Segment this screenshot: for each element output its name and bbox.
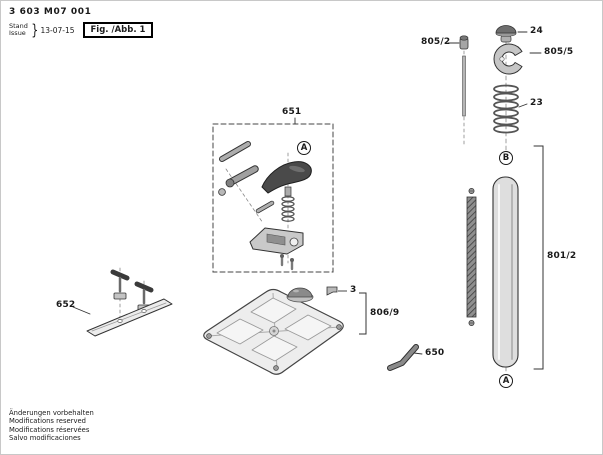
modifications-notice: Änderungen vorbehalten Modifications res… [9, 409, 94, 442]
issue-caption: Stand Issue [9, 23, 28, 37]
bracket-801-2 [533, 145, 544, 370]
plate-panels [216, 297, 332, 362]
callout-spring: 23 [530, 98, 543, 108]
clamp-pin-drawing [219, 141, 251, 162]
clamp-lever-drawing [261, 161, 312, 197]
plate-knob-drawing [286, 287, 314, 303]
callout-allen-key: 650 [425, 348, 445, 358]
ref-marker-a-column: A [499, 374, 513, 388]
notice-line-en: Modifications reserved [9, 417, 86, 426]
plate-bracket-drawing [326, 286, 338, 296]
depth-stop-drawing [72, 267, 173, 337]
clamp-bolt-drawing [218, 165, 259, 196]
callout-depth-stop: 652 [56, 300, 76, 310]
callout-bracket: 3 [350, 285, 357, 295]
plate-corner-bolts [206, 324, 342, 371]
rack-strip-drawing [466, 188, 477, 326]
thumb-screw-drawing [110, 269, 154, 305]
callout-column: 801/2 [547, 251, 577, 261]
notice-line-es: Salvo modificaciones [9, 433, 81, 442]
column-assembly-drawing [447, 25, 544, 374]
notice-line-fr: Modifications réservées [9, 425, 90, 434]
callout-clamp-pin: 805/2 [421, 37, 451, 47]
leader-23 [518, 103, 528, 108]
title-block: 3 603 M07 001 Stand Issue } 13-07-15 Fig… [9, 7, 154, 39]
cap-drawing [495, 25, 528, 43]
depth-stop-rail-drawing [86, 298, 173, 337]
base-plate-drawing [203, 286, 367, 375]
fork-screws-drawing [280, 254, 294, 271]
callout-clamp-assembly: 651 [282, 107, 302, 117]
ref-marker-a-clamp: A [297, 141, 311, 155]
clamp-spring-drawing [281, 196, 295, 222]
leader-652 [72, 306, 91, 315]
small-pin-drawing [255, 200, 275, 214]
issue-label: Issue [9, 29, 26, 37]
stand-label: Stand [9, 22, 28, 30]
bracket-806-9 [359, 292, 367, 335]
brace-glyph: } [31, 21, 39, 39]
column-pin-drawing [447, 35, 469, 117]
issue-date: 13-07-15 [40, 25, 75, 35]
allen-key-drawing [387, 344, 423, 371]
ref-marker-b-column: B [499, 151, 513, 165]
clamp-assembly-drawing [212, 117, 334, 273]
part-number: 3 603 M07 001 [9, 7, 92, 17]
column-tube-drawing [492, 176, 519, 368]
column-spring-drawing [493, 84, 519, 134]
notice-line-de: Änderungen vorbehalten [9, 409, 94, 418]
figure-label: Fig. /Abb. 1 [82, 22, 154, 38]
leader-650 [413, 352, 423, 355]
hook-clamp-drawing [493, 43, 542, 75]
clamp-fork-drawing [249, 227, 304, 255]
callout-clamp-hook: 805/5 [544, 47, 574, 57]
callout-base-plate: 806/9 [370, 308, 400, 318]
clamp-assembly-boundary [212, 123, 334, 273]
callout-cap: 24 [530, 26, 543, 36]
